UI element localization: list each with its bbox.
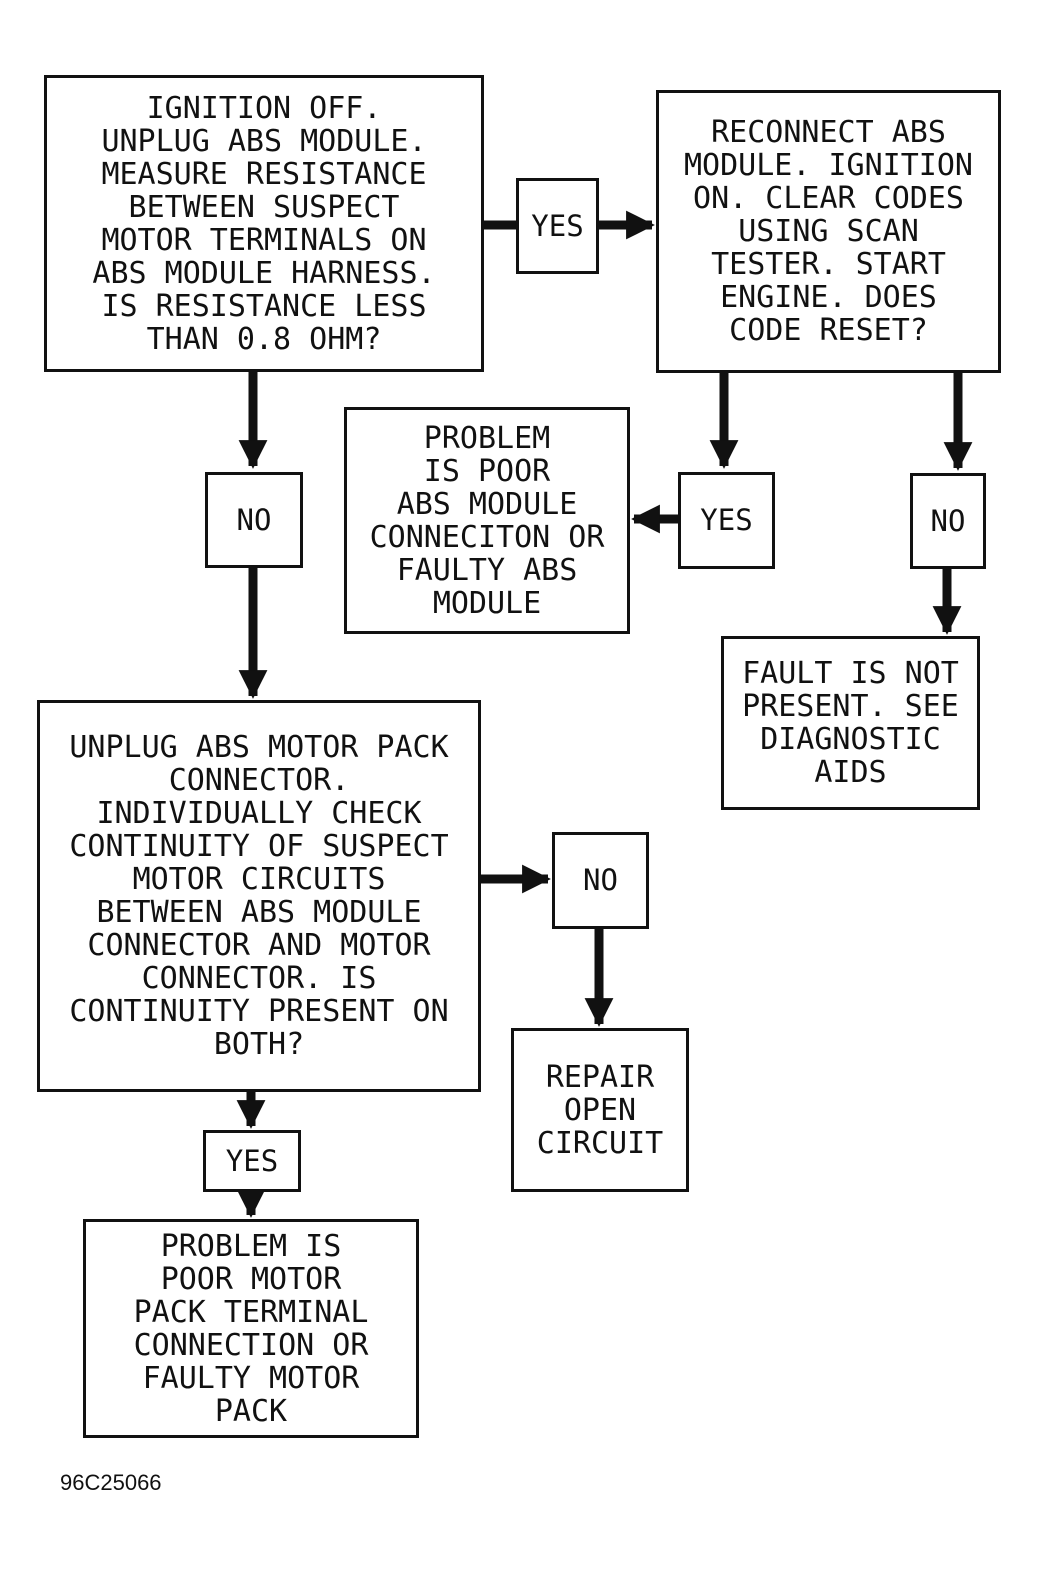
step2-line: USING SCAN — [738, 214, 919, 249]
yes-label-text: YES — [531, 208, 584, 243]
no-label-step1: NO — [205, 472, 303, 568]
no-label-text: NO — [930, 503, 966, 538]
result-repair-line: CIRCUIT — [536, 1125, 664, 1161]
result-module-line: MODULE — [432, 585, 542, 621]
step1-line: IS RESISTANCE LESS — [101, 288, 427, 324]
result-motor-line: CONNECTION OR — [133, 1327, 369, 1363]
result-motor-pack-problem: PROBLEM IS POOR MOTOR PACK TERMINAL CONN… — [83, 1219, 419, 1438]
figure-id: 96C25066 — [60, 1470, 162, 1495]
no-label-text: NO — [236, 502, 272, 537]
step1-line: MEASURE RESISTANCE — [101, 156, 427, 192]
result-fault-line: PRESENT. SEE — [742, 689, 959, 724]
yes-label-text: YES — [225, 1143, 279, 1178]
no-label-step3: NO — [552, 832, 649, 929]
result-module-line: ABS MODULE — [396, 486, 578, 522]
step3-line: INDIVIDUALLY CHECK — [96, 796, 422, 831]
step3-line: CONTINUITY PRESENT ON — [69, 994, 449, 1029]
step3-line: UNPLUG ABS MOTOR PACK — [69, 730, 449, 765]
step3-check-continuity: UNPLUG ABS MOTOR PACK CONNECTOR. INDIVID… — [37, 700, 481, 1092]
step1-line: UNPLUG ABS MODULE. — [101, 123, 427, 159]
step1-line: BETWEEN SUSPECT — [128, 189, 400, 225]
result-module-line: PROBLEM — [423, 420, 551, 456]
result-fault-line: AIDS — [814, 755, 887, 790]
step3-line: CONNECTOR. IS — [141, 961, 377, 996]
step3-line: BOTH? — [213, 1027, 305, 1062]
result-repair-open-circuit: REPAIR OPEN CIRCUIT — [511, 1028, 689, 1192]
result-module-line: FAULTY ABS — [396, 552, 578, 588]
no-label-step2: NO — [910, 473, 986, 569]
step2-line: RECONNECT ABS — [711, 115, 946, 150]
step2-reconnect-module: RECONNECT ABS MODULE. IGNITION ON. CLEAR… — [656, 90, 1001, 373]
no-label-text: NO — [583, 863, 618, 897]
step1-measure-resistance: IGNITION OFF. UNPLUG ABS MODULE. MEASURE… — [44, 75, 484, 372]
result-fault-line: FAULT IS NOT — [742, 656, 959, 691]
step2-line: TESTER. START — [711, 247, 946, 282]
result-module-line: IS POOR — [423, 453, 551, 489]
result-motor-line: PROBLEM IS — [160, 1228, 342, 1264]
step1-line: ABS MODULE HARNESS. — [92, 255, 436, 291]
result-repair-line: REPAIR — [545, 1059, 655, 1095]
step1-line: THAN 0.8 OHM? — [146, 321, 382, 357]
step3-line: BETWEEN ABS MODULE — [96, 895, 422, 930]
result-motor-line: POOR MOTOR — [160, 1261, 342, 1297]
result-fault-line: DIAGNOSTIC — [760, 722, 941, 757]
yes-label-step2: YES — [678, 472, 775, 569]
step2-line: ENGINE. DOES — [720, 280, 937, 315]
result-module-line: CONNECITON OR — [369, 519, 605, 555]
yes-label-text: YES — [700, 503, 753, 537]
step1-line: MOTOR TERMINALS ON — [101, 222, 427, 258]
step3-line: MOTOR CIRCUITS — [132, 862, 386, 897]
result-fault-not-present: FAULT IS NOT PRESENT. SEE DIAGNOSTIC AID… — [721, 636, 980, 810]
result-motor-line: PACK TERMINAL — [133, 1294, 369, 1330]
yes-label-step3: YES — [203, 1130, 301, 1192]
step3-line: CONTINUITY OF SUSPECT — [69, 829, 449, 864]
step2-line: ON. CLEAR CODES — [693, 181, 964, 216]
step3-line: CONNECTOR AND MOTOR — [87, 928, 431, 963]
step2-line: CODE RESET? — [729, 313, 928, 348]
result-motor-line: PACK — [214, 1393, 288, 1429]
result-repair-line: OPEN — [563, 1092, 637, 1128]
yes-label-step1: YES — [516, 178, 599, 274]
step3-line: CONNECTOR. — [168, 763, 350, 798]
step2-line: MODULE. IGNITION — [684, 148, 973, 183]
step1-line: IGNITION OFF. — [146, 90, 382, 126]
result-motor-line: FAULTY MOTOR — [142, 1360, 360, 1396]
result-abs-module-problem: PROBLEM IS POOR ABS MODULE CONNECITON OR… — [344, 407, 630, 634]
